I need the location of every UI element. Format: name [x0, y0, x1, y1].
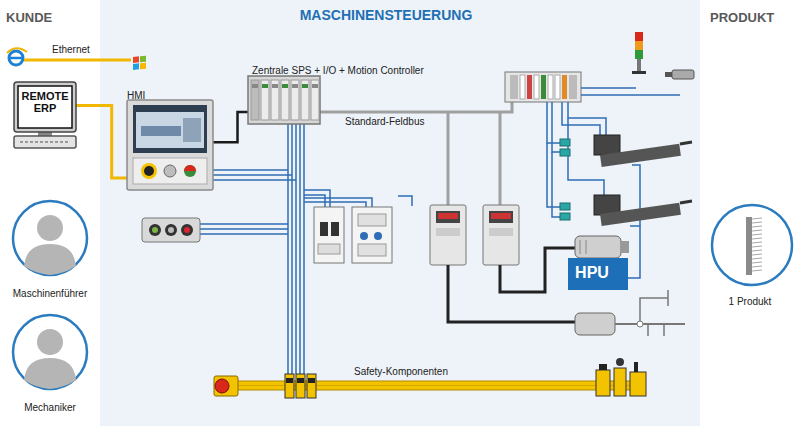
emergency-stop — [214, 376, 238, 396]
wire-label: Ethernet — [50, 44, 54, 55]
section-heading: PRODUKT — [710, 10, 774, 26]
wire-label: Safety-Komponenten — [352, 366, 356, 377]
pneumatic-cylinders — [594, 135, 692, 226]
windows-icon — [133, 56, 146, 70]
drive-motor — [575, 290, 685, 336]
actuator-wiring — [547, 88, 680, 278]
control-panel-ground — [100, 0, 700, 426]
section-heading: MASCHINENSTEUERUNG — [100, 7, 672, 24]
wire-label: Standard-Feldbus — [343, 116, 347, 127]
ethernet-connector — [76, 106, 127, 179]
monitor-label: REMOTE ERP — [20, 90, 70, 114]
proximity-sensor — [665, 70, 694, 79]
hpu-label: HPU — [568, 263, 616, 282]
hmi-connector — [213, 112, 248, 142]
browser-icon — [7, 48, 27, 65]
section-heading: KUNDE — [6, 10, 52, 26]
frequency-drives — [430, 205, 519, 265]
motor-cables — [448, 248, 575, 322]
signal-tower — [632, 32, 646, 74]
person-node: Mechaniker — [0, 312, 100, 418]
panel-node: HMI Zentrale SPS + I/O + Motion Controlle… — [100, 0, 700, 426]
product-node: 1 Produkt — [702, 203, 798, 309]
fieldbus-cable — [320, 102, 512, 205]
pushbutton-box — [142, 218, 200, 242]
sensors — [560, 139, 570, 220]
sps-shape — [248, 76, 320, 124]
ethernet-wire — [24, 59, 131, 62]
person-label: Mechaniker — [0, 402, 100, 414]
safety-switches — [596, 358, 646, 396]
product-shape — [702, 203, 798, 309]
sps-node: Zentrale SPS + I/O + Motion Controller — [248, 76, 320, 124]
panel-node: REMOTE ERP MaschinenführerMechaniker KUNDE — [0, 0, 100, 426]
circuit-breakers — [314, 207, 392, 263]
safety-relays — [285, 374, 316, 398]
remote-io-block — [505, 72, 581, 102]
hmi-label: HMI — [127, 90, 145, 102]
hpu-motor — [575, 236, 629, 258]
hmi-node: HMI — [127, 100, 213, 190]
person-label: Maschinenführer — [0, 288, 100, 300]
person-node: Maschinenführer — [0, 198, 100, 304]
io-wiring — [200, 124, 412, 374]
hpu-node: HPU — [568, 258, 628, 290]
sps-label: Zentrale SPS + I/O + Motion Controller — [252, 65, 424, 77]
hmi-shape — [127, 100, 213, 190]
monitor-node: REMOTE ERP — [14, 82, 76, 132]
panel-node: 1 Produkt PRODUKT — [700, 0, 800, 426]
product-label: 1 Produkt — [702, 296, 798, 308]
